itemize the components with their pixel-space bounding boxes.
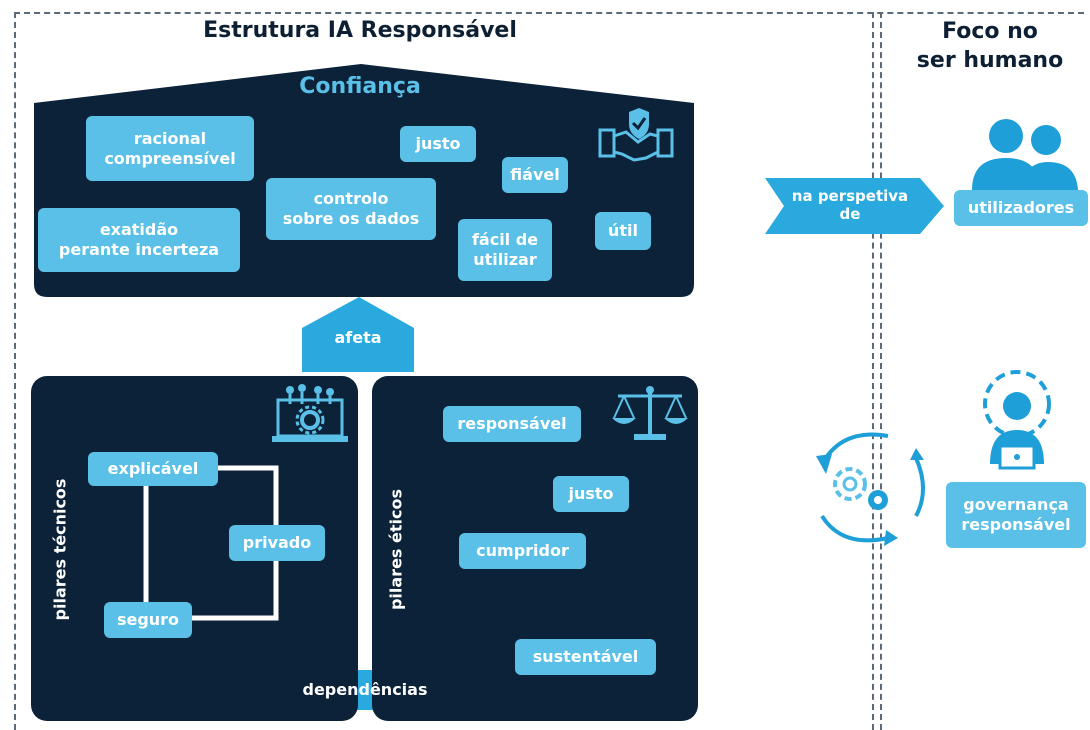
technical-pillars-label: pilares técnicos xyxy=(50,478,70,621)
trust-chip-rational: racional compreensível xyxy=(86,116,254,181)
governance-chip: governança responsável xyxy=(946,482,1086,548)
ethic-chip-fair: justo xyxy=(553,476,629,512)
tech-chip-explainable: explicável xyxy=(88,452,218,486)
frame-divider-1 xyxy=(872,12,874,730)
dependencies-label: dependências xyxy=(302,680,428,699)
trust-chip-fair: justo xyxy=(400,126,476,162)
trust-chip-useful: útil xyxy=(595,212,651,250)
trust-chip-easy-to-use: fácil de utilizar xyxy=(458,219,552,281)
right-title: Foco no ser humano xyxy=(916,19,1064,73)
frame-divider-2 xyxy=(880,12,882,730)
perspective-label: na perspetiva de xyxy=(791,187,909,223)
trust-chip-data-control: controlo sobre os dados xyxy=(266,178,436,240)
ethic-chip-sustainable: sustentável xyxy=(515,639,656,675)
main-title: Estrutura IA Responsável xyxy=(203,18,517,43)
laptop-circuit-gear-icon xyxy=(272,384,348,442)
handshake-shield-icon xyxy=(598,108,674,162)
ethic-chip-responsible: responsável xyxy=(443,406,581,442)
trust-title: Confiança xyxy=(299,74,421,99)
users-icon xyxy=(972,119,1078,190)
ethic-chip-compliant: cumpridor xyxy=(459,533,586,569)
technical-connector-lines xyxy=(143,465,279,621)
tech-chip-private: privado xyxy=(229,525,325,561)
affects-label: afeta xyxy=(334,328,382,347)
frame-left-border xyxy=(14,12,16,730)
tech-chip-secure: seguro xyxy=(104,602,192,638)
trust-chip-accuracy: exatidão perante incerteza xyxy=(38,208,240,272)
cycle-gears-icon xyxy=(816,432,925,546)
frame-top-border xyxy=(14,12,1084,14)
scales-icon xyxy=(612,386,688,440)
trust-chip-reliable: fiável xyxy=(502,157,568,193)
users-chip: utilizadores xyxy=(954,190,1088,226)
gear-person-icon xyxy=(983,370,1051,470)
ethical-pillars-label: pilares éticos xyxy=(386,488,406,611)
